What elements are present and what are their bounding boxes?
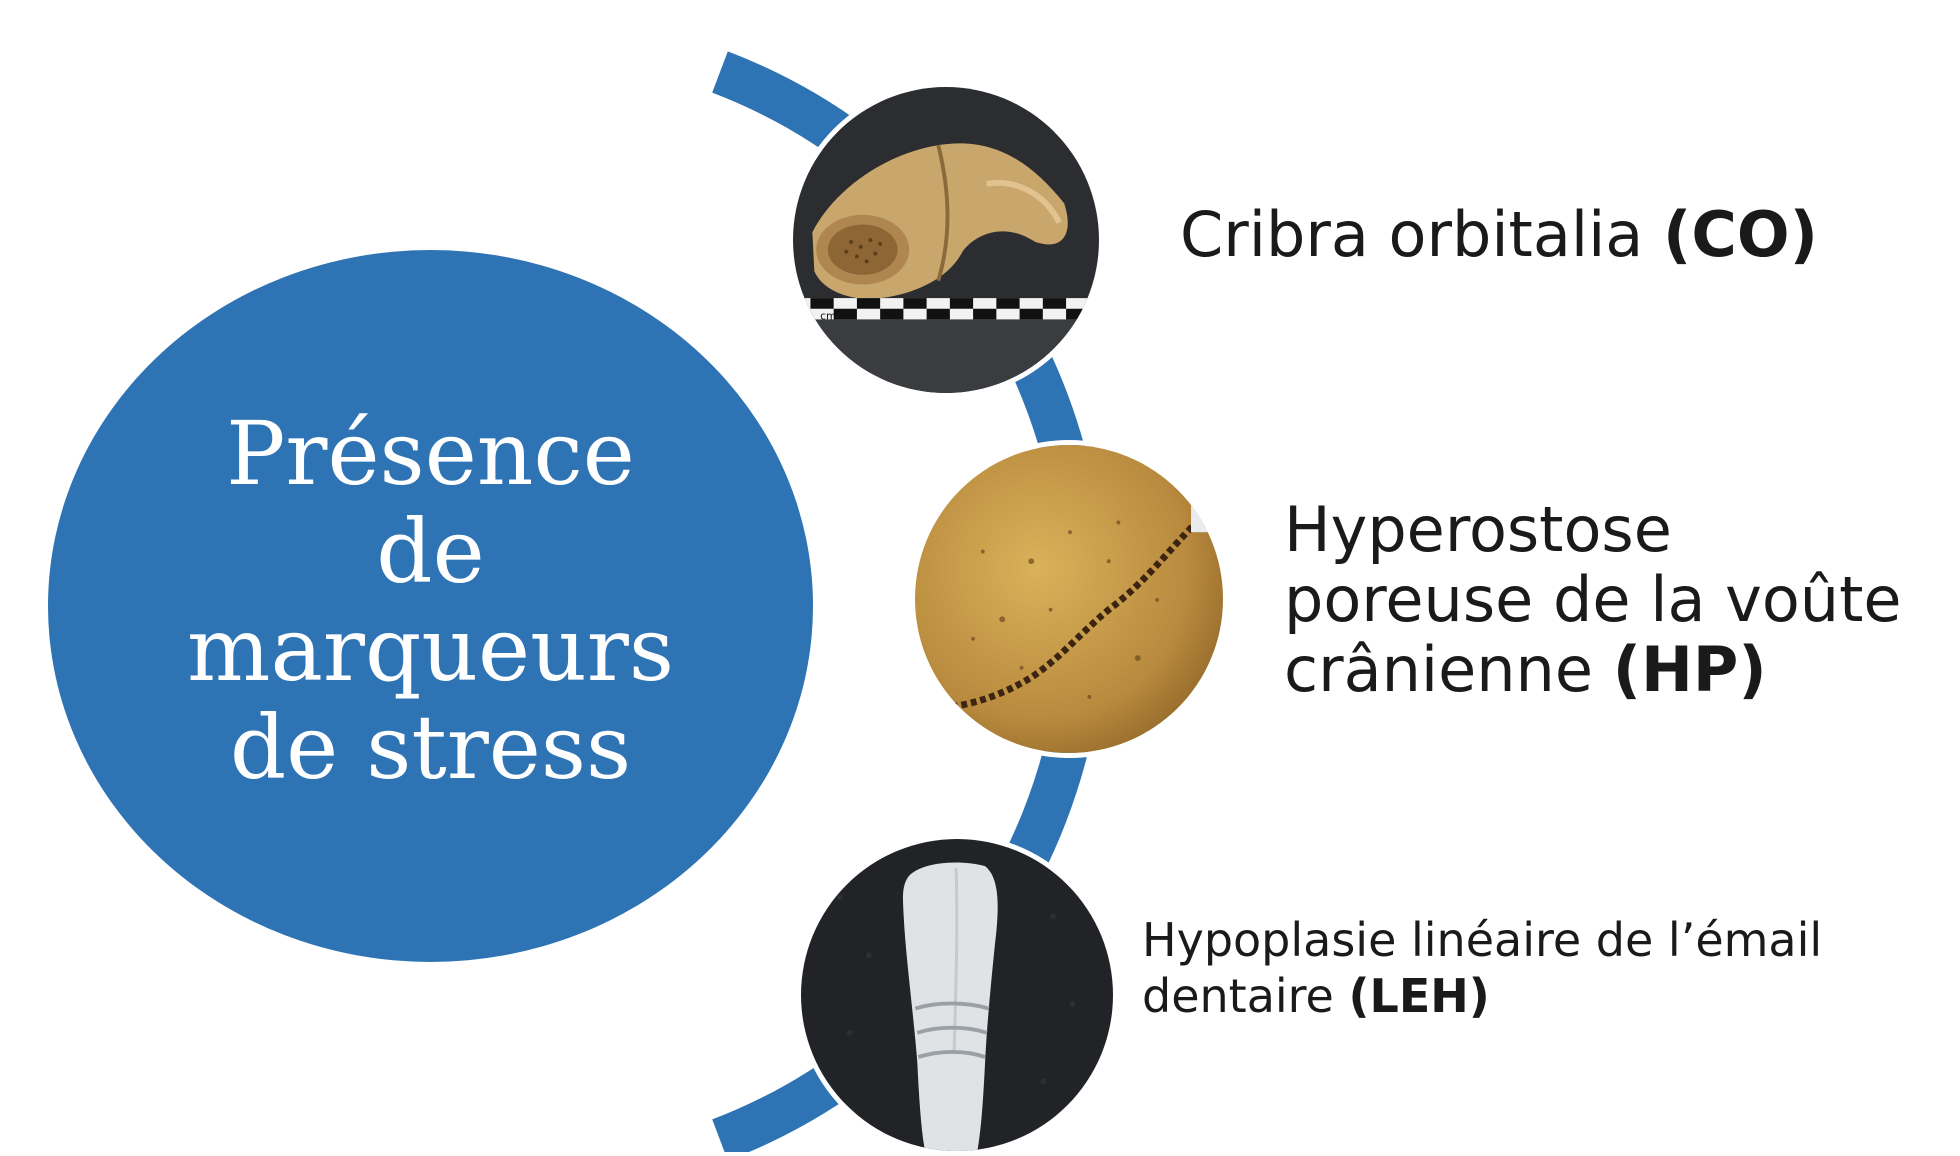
scale-bar: cm <box>793 298 1099 322</box>
item-name-line: Hyperostose <box>1284 495 1934 565</box>
hypoplasie-photo <box>796 834 1118 1156</box>
main-topic-title: Présence de marqueurs de stress <box>111 405 751 797</box>
scale-unit-label: cm <box>820 309 836 322</box>
tooth-photo-illustration <box>801 839 1113 1151</box>
bone-photo-illustration: cm <box>793 87 1099 393</box>
main-title-line: marqueurs <box>111 601 751 699</box>
cribra-orbitalia-photo: cm <box>788 82 1104 398</box>
item-name-line: crânienne <box>1284 633 1593 706</box>
item-name-line: Hypoplasie linéaire de l’émail <box>1142 912 1942 968</box>
item-abbr: (HP) <box>1613 633 1767 706</box>
main-title-line: Présence <box>111 405 751 503</box>
item-abbr: (CO) <box>1663 198 1818 271</box>
item-name-line: dentaire <box>1142 969 1334 1023</box>
skull-photo-illustration <box>915 445 1223 753</box>
hyperostose-label: Hyperostose poreuse de la voûte crânienn… <box>1284 495 1934 705</box>
item-abbr: (LEH) <box>1349 969 1490 1023</box>
main-topic-circle: Présence de marqueurs de stress <box>48 250 813 962</box>
hypoplasie-label: Hypoplasie linéaire de l’émail dentaire … <box>1142 912 1942 1024</box>
item-name: Cribra orbitalia <box>1180 198 1643 271</box>
hyperostose-photo <box>910 440 1228 758</box>
main-title-line: de <box>111 503 751 601</box>
item-name-line: poreuse de la voûte <box>1284 565 1934 635</box>
cribra-orbitalia-label: Cribra orbitalia (CO) <box>1180 200 1818 270</box>
main-title-line: de stress <box>111 699 751 797</box>
